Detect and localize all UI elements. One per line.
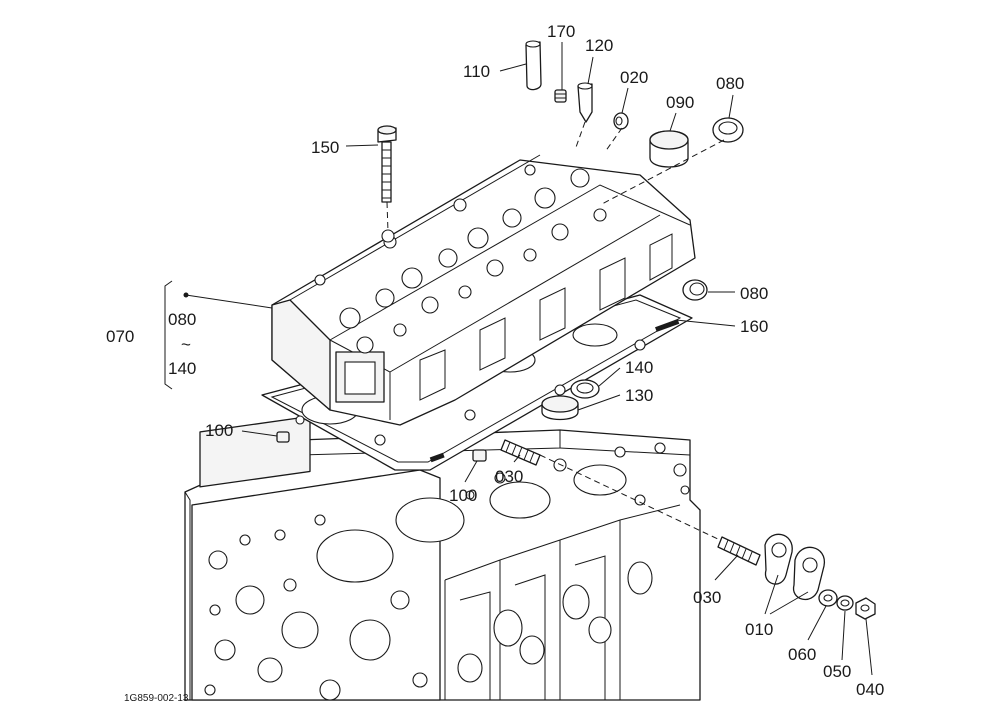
label-070: 070 [106,327,134,346]
label-130: 130 [625,386,653,405]
label-080-upper: 080 [716,74,744,93]
label-030-right: 030 [693,588,721,607]
part-080-side [682,279,708,301]
part-040-nut [855,597,876,620]
label-090: 090 [666,93,694,112]
drawing-id: 1G859-002-13 [124,693,189,704]
label-010: 010 [745,620,773,639]
label-120: 120 [585,36,613,55]
label-100-left: 100 [205,421,233,440]
label-040: 040 [856,680,884,699]
part-150-bolt [377,125,397,203]
part-060-washer [818,589,838,607]
label-050: 050 [823,662,851,681]
label-range-start-080: 080 [168,310,196,329]
label-020: 020 [620,68,648,87]
label-160: 160 [740,317,768,336]
label-060: 060 [788,645,816,664]
part-020 [613,112,629,130]
label-110: 110 [463,62,490,81]
part-110 [525,40,542,91]
leader-lines [185,42,873,676]
part-130 [541,395,579,421]
label-170: 170 [547,22,575,41]
callout-labels: 110 170 120 020 090 080 150 080 160 140 … [106,22,884,704]
label-030-center: 030 [495,467,523,486]
part-080-upper [712,117,744,143]
part-120 [577,82,593,123]
cylinder-block [184,415,701,701]
label-100-center: 100 [449,486,477,505]
part-100-a [276,431,290,443]
cylinder-head-assembly-070 [271,154,696,426]
part-170 [554,89,567,103]
part-090 [649,130,689,168]
label-080-side: 080 [740,284,768,303]
part-030-a [500,439,541,466]
label-range-separator: ~ [181,335,191,354]
part-050-washer [836,595,854,611]
part-140 [570,379,600,399]
label-140: 140 [625,358,653,377]
label-range-end-140: 140 [168,359,196,378]
assembly-marker-dot [183,292,189,298]
part-030-b [717,536,761,566]
part-100-b [472,449,487,462]
assembly-bracket [164,280,173,390]
part-010-brackets [764,533,825,601]
label-150: 150 [311,138,339,157]
